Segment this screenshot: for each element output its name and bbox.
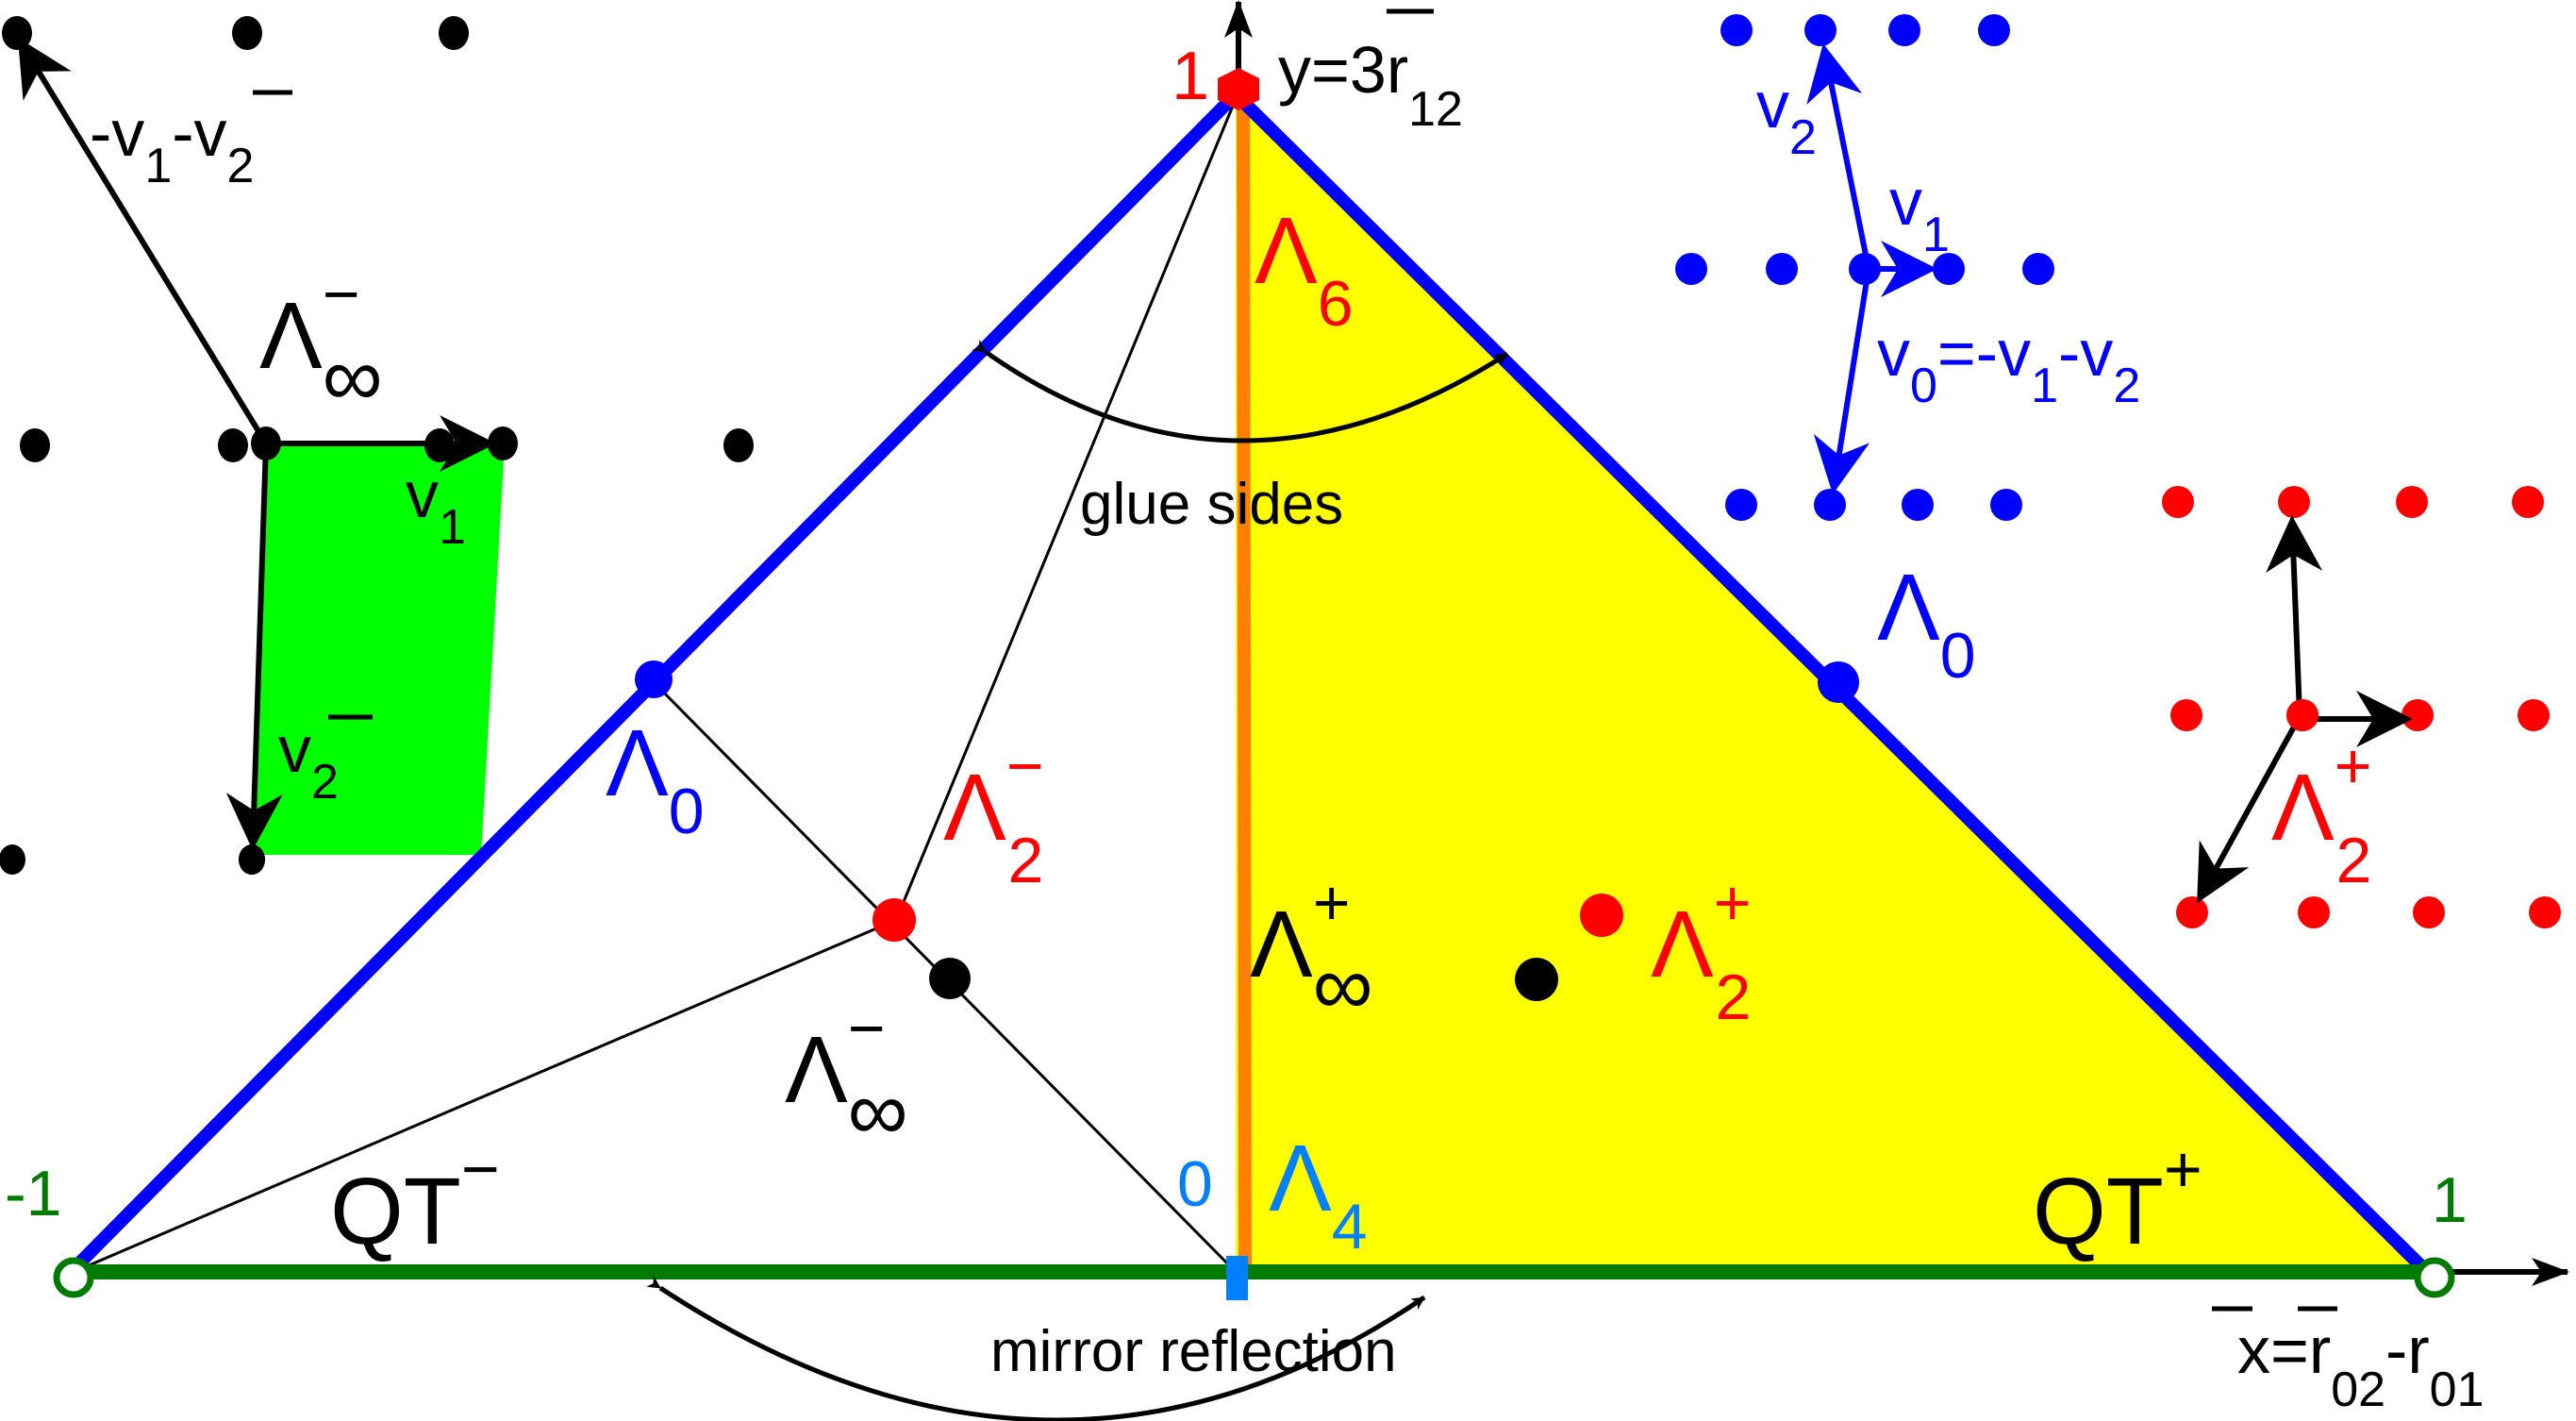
- lattice-dot: [239, 844, 265, 875]
- lambda0-right-point: [1818, 661, 1859, 703]
- lambda2-plus-label: Λ+2: [1651, 867, 1752, 1033]
- lambda0-right-label: Λ0: [1877, 555, 1976, 692]
- v0-blue-label: v0=-v1-v2: [1877, 316, 2140, 413]
- mirror-reflection-arrow: [646, 1276, 1426, 1421]
- x-axis-label: x=r02-r01: [2237, 1313, 2485, 1417]
- lattice-dot: [488, 426, 518, 460]
- y-top-tick: 1: [1172, 39, 1209, 114]
- fundamental-cell: [255, 443, 505, 855]
- qt-minus-label: QT−: [330, 1132, 500, 1264]
- lambda6-hexagon-marker: [1218, 68, 1259, 110]
- glue-sides-label: glue sides: [1080, 472, 1343, 537]
- v2-blue-label: v2: [1756, 68, 1817, 165]
- lambda0-left-point: [635, 660, 673, 698]
- vector-neg-v1-v2: [17, 37, 269, 445]
- lattice-2-plus-label: Λ+2: [2271, 730, 2372, 896]
- lattice-0-dots: [1675, 14, 2054, 521]
- vector-red-up: [2266, 515, 2323, 716]
- vector-red-down-left: [2197, 718, 2301, 904]
- lambda-inf-minus-point: [929, 958, 971, 999]
- right-endpoint-marker: [2414, 1257, 2455, 1298]
- v1-black-label: v1: [406, 458, 466, 555]
- v1-blue-label: v1: [1889, 165, 1950, 262]
- lambda4-square-marker: [1226, 1256, 1248, 1300]
- mirror-reflection-label: mirror reflection: [990, 1319, 1397, 1384]
- left-endpoint-marker: [53, 1257, 94, 1298]
- lambda2-minus-point: [873, 898, 916, 942]
- lambda-inf-plus-label: Λ+∞: [1250, 867, 1373, 1033]
- lattice-origin-dot: [251, 426, 281, 460]
- vector-v0-blue: [1813, 268, 1871, 494]
- lambda2-plus-point: [1580, 894, 1623, 937]
- lattice-inf-minus-label: Λ−∞: [259, 259, 383, 425]
- origin-tick: 0: [1177, 1148, 1213, 1220]
- lambda-inf-minus-label: Λ−∞: [785, 993, 908, 1159]
- v2-minus-label: v2: [278, 712, 339, 810]
- lambda0-left-label: Λ0: [606, 710, 705, 847]
- lambda6-lambda4-line: [1237, 98, 1252, 1265]
- vector-v2-minus: [225, 443, 283, 850]
- diag-vector-label: -v1-v2: [90, 96, 254, 193]
- lambda4-label: Λ4: [1269, 1126, 1368, 1262]
- y-axis-label: y=3r12: [1278, 33, 1463, 137]
- lambda2-minus-label: Λ−2: [943, 730, 1044, 896]
- lattice-origin-dot: [2286, 699, 2318, 731]
- lambda6-label: Λ6: [1255, 198, 1354, 340]
- qt-plus-label: QT+: [2033, 1132, 2202, 1264]
- glue-sides-arrow: [972, 339, 1509, 443]
- lambda-inf-plus-point: [1515, 958, 1558, 1001]
- x-right-tick: 1: [2432, 1164, 2468, 1236]
- x-left-tick: -1: [5, 1158, 61, 1229]
- vector-v2-blue: [1806, 43, 1871, 270]
